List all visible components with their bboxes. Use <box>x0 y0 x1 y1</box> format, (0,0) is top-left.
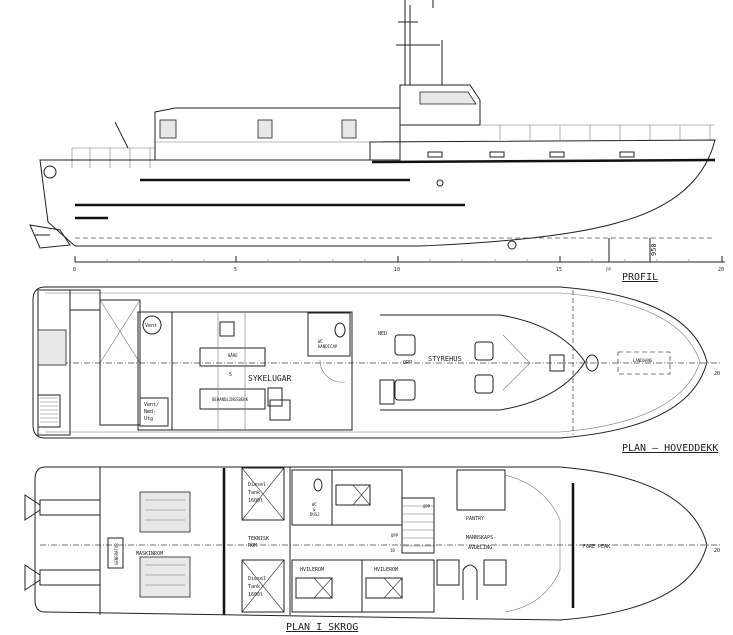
fore-railing <box>480 124 715 140</box>
shaft <box>39 499 101 516</box>
rub-rail-upper <box>371 158 716 164</box>
treatment-bench <box>199 388 266 410</box>
diesel-tank-label: 1600l <box>248 498 263 504</box>
cabin-window <box>159 119 177 139</box>
hull-outline <box>34 466 708 621</box>
vent-circle <box>142 315 162 335</box>
sickbay-room <box>171 311 353 431</box>
wheelhouse-seat <box>394 334 416 356</box>
fp-label: FP <box>606 267 611 272</box>
bow-thruster <box>507 240 517 250</box>
pantry-label: PANTRY <box>466 516 484 522</box>
cabin-profile <box>154 107 401 161</box>
profile-view: 0 5 10 15 20 FP 950 PROFIL <box>29 0 725 283</box>
treatment-bench-label: BEHANDLINGSBENK <box>212 397 249 402</box>
rest-room <box>361 559 435 613</box>
diesel-tank <box>241 559 285 613</box>
aft-antenna <box>114 121 129 149</box>
up-stairs-label: OPP <box>391 533 399 538</box>
hatch <box>37 329 67 366</box>
scale-tick-label: 5 <box>234 267 237 273</box>
rest-room-label: HVILEROM <box>374 567 398 573</box>
wc-room <box>307 312 351 357</box>
scale-tick-label: 10 <box>394 267 400 273</box>
vent-emergency-label: Nød- <box>144 409 156 415</box>
gangway-label: LANDGANG <box>633 358 653 363</box>
diesel-tank-label: Tank <box>248 584 260 590</box>
up-stairs-label: OPP <box>423 504 431 509</box>
scale-tick-label: 0 <box>73 267 76 273</box>
wc-label: WC <box>318 339 323 344</box>
stairs <box>401 497 435 554</box>
frame-label: 20 <box>714 548 720 554</box>
cabin-window <box>341 119 357 139</box>
aft-railing <box>71 147 155 168</box>
engine <box>139 556 191 598</box>
wc-label: HANDICAP <box>318 344 338 349</box>
pantry <box>456 469 506 511</box>
generator <box>107 537 124 569</box>
technical-room-label: ROM <box>248 543 257 549</box>
deck-outline <box>32 286 708 439</box>
wc-shower-label: WC <box>312 502 317 507</box>
vent-emergency-label: Vent/ <box>144 402 159 408</box>
down-stairs-label: NED <box>378 331 387 337</box>
frame-label: 20 <box>714 371 720 377</box>
diesel-tank <box>241 467 285 521</box>
hull-profile <box>39 139 716 247</box>
wc-shower-label: DUSJ <box>310 512 320 517</box>
winch <box>43 165 57 179</box>
hull-plan: GENERATOR MASKINROM Diesel Tank 1600l Di… <box>24 466 720 633</box>
propulsion-unit <box>29 224 71 249</box>
vent-emergency-label: Utg <box>144 416 153 422</box>
crew-quarters-label: MANNSKAPS- <box>466 535 496 541</box>
rest-room-label: HVILEROM <box>300 567 324 573</box>
fore-peak-label: FORE PEAK <box>583 544 610 550</box>
diesel-tank-label: Diesel <box>248 482 266 488</box>
wheelhouse-window <box>419 91 477 105</box>
engine <box>139 491 191 533</box>
shaft <box>39 569 101 586</box>
diesel-tank-label: Tank <box>248 490 260 496</box>
scale-tick-label: 15 <box>556 267 562 273</box>
wheelhouse-seat <box>394 379 416 401</box>
wheelhouse-outline <box>380 314 586 411</box>
up-stairs-label: OPP <box>403 360 412 366</box>
technical-room-label: TEKNISK <box>248 536 269 542</box>
stretcher-label: BÅRE <box>228 353 238 358</box>
sickbay-label: SYKELUGAR <box>248 374 292 383</box>
propeller <box>24 494 41 591</box>
frame-label: 10 <box>390 548 395 553</box>
gangway <box>617 351 671 375</box>
berth-cabin <box>331 469 403 526</box>
hull-plan-title: PLAN I SKROG <box>286 622 358 633</box>
vent-label: Vent <box>145 323 157 329</box>
frame-label: 5 <box>229 372 232 378</box>
wheelhouse-seat <box>474 374 494 394</box>
wheelhouse-seat <box>474 341 494 361</box>
main-deck-title: PLAN – HOVEDDEKK <box>622 443 718 454</box>
wheelhouse-label: STYREHUS <box>428 355 462 363</box>
diesel-tank-label: 1600l <box>248 592 263 598</box>
wc-shower-label: & <box>313 507 316 512</box>
scale-tick-label: 20 <box>718 267 724 273</box>
diesel-tank-label: Diesel <box>248 576 266 582</box>
profile-title: PROFIL <box>622 272 658 283</box>
generator-label: GENERATOR <box>114 543 119 565</box>
engine-room-label: MASKINROM <box>136 551 163 557</box>
main-deck-plan: Vent Vent/ Nød- Utg BÅRE BEHANDLINGSBENK… <box>32 286 720 454</box>
stretcher <box>199 347 266 367</box>
crew-quarters-label: AVDELING <box>468 545 492 551</box>
cabin-window <box>257 119 273 139</box>
dimension-label: 950 <box>650 243 658 256</box>
wheelhouse-profile <box>399 84 481 126</box>
